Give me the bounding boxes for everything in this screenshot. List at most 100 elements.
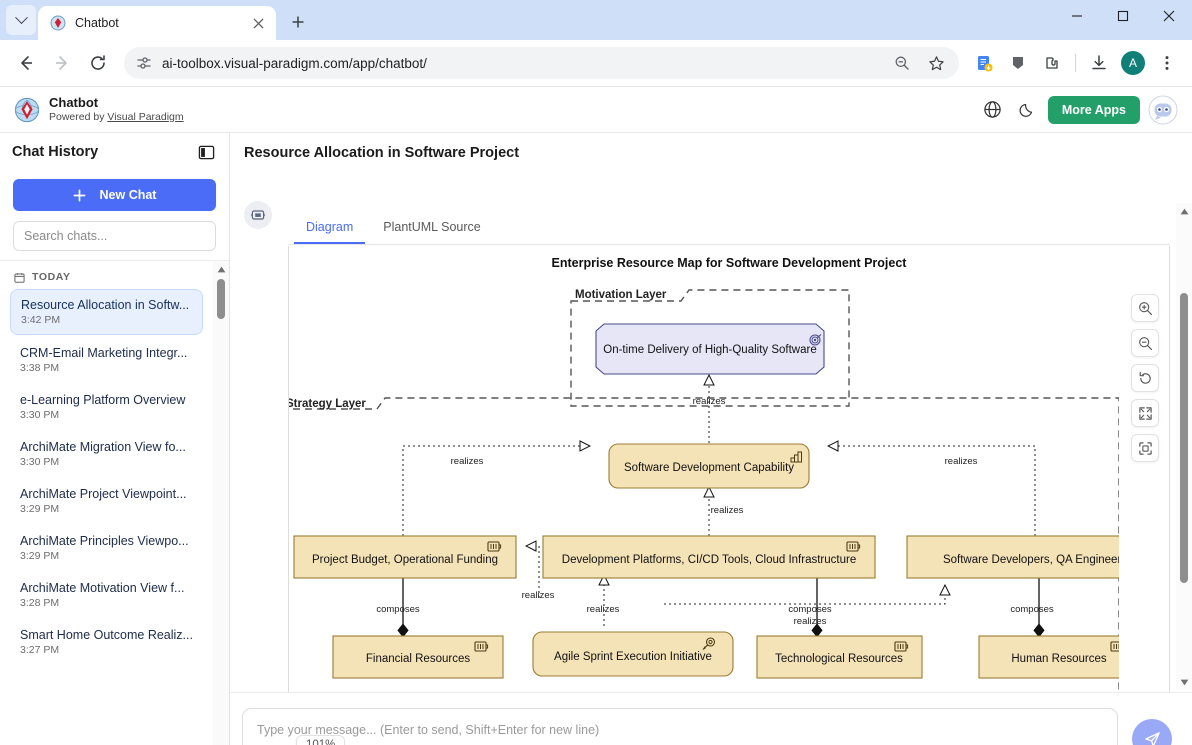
chat-item-title: e-Learning Platform Overview [20,393,186,407]
chat-item-time: 3:28 PM [20,597,60,609]
browser-tab-strip: Chatbot [0,0,1192,40]
forward-arrow-icon [56,56,67,70]
plus-icon [292,16,304,28]
chatbot-avatar-icon[interactable] [1148,95,1178,125]
new-tab-button[interactable] [284,8,312,36]
tab-search-button[interactable] [6,5,36,35]
main-scrollbar[interactable] [1176,203,1192,690]
svg-text:realizes: realizes [794,616,827,627]
node-label: Human Resources [1011,653,1106,665]
chat-item-time: 3:30 PM [20,456,60,468]
chat-list-item[interactable]: e-Learning Platform Overview 3:30 PM [10,385,203,429]
new-chat-button[interactable]: New Chat [13,179,216,211]
resource-icon [1110,641,1119,652]
chat-list-item[interactable]: ArchiMate Principles Viewpo... 3:29 PM [10,526,203,570]
app-subtitle: Powered by Visual Paradigm [49,111,184,123]
profile-initial: A [1121,51,1145,75]
bookmark-star-icon[interactable] [921,48,951,78]
browser-tab-chatbot[interactable]: Chatbot [38,6,276,40]
chat-list-item[interactable]: Smart Home Outcome Realiz... 3:27 PM [10,620,203,664]
diagram-node-financial[interactable]: Financial Resources [332,635,504,679]
chat-list-item[interactable]: CRM-Email Marketing Integr... 3:38 PM [10,338,203,382]
archimate-diagram-svg[interactable]: Motivation Layer Strategy Layer [289,246,1119,716]
three-dot-menu-icon[interactable] [1152,48,1182,78]
sidebar-scrollbar-thumb[interactable] [217,279,225,319]
message-input[interactable] [242,708,1118,745]
svg-text:composes: composes [788,604,832,615]
more-apps-button[interactable]: More Apps [1047,95,1140,124]
visual-paradigm-link[interactable]: Visual Paradigm [107,110,184,123]
fit-to-screen-icon [1138,441,1152,455]
diagram-node-platforms[interactable]: Development Platforms, CI/CD Tools, Clou… [542,535,876,579]
address-bar[interactable]: ai-toolbox.visual-paradigm.com/app/chatb… [124,47,959,79]
reset-zoom-button[interactable] [1131,364,1159,392]
forward-button[interactable] [47,48,77,78]
brand-text-block: Chatbot Powered by Visual Paradigm [49,95,184,123]
chat-item-time: 3:29 PM [20,503,60,515]
scroll-up-arrow-icon[interactable] [1176,203,1192,219]
window-maximize-button[interactable] [1100,0,1146,32]
connector-labels: realizes realizes realizes realizes real… [376,396,1054,627]
svg-text:composes: composes [1010,604,1054,615]
diagram-node-goal[interactable]: On-time Delivery of High-Quality Softwar… [595,323,825,375]
course-of-action-icon [702,637,716,650]
diagram-node-people[interactable]: Software Developers, QA Engineers [906,535,1119,579]
zoom-in-icon [1138,301,1152,315]
back-button[interactable] [11,48,41,78]
browser-tab-title: Chatbot [75,16,119,30]
chat-list-item[interactable]: ArchiMate Motivation View f... 3:28 PM [10,573,203,617]
download-icon[interactable] [1084,48,1114,78]
zoom-out-button[interactable] [1131,329,1159,357]
page-settings-icon[interactable] [136,55,152,71]
strategy-layer-label: Strategy Layer [289,398,366,410]
moon-icon[interactable] [1014,97,1040,123]
tab-close-icon[interactable] [248,13,268,33]
extension-doc-icon[interactable] [969,48,999,78]
fullscreen-button[interactable] [1131,399,1159,427]
main-scrollbar-thumb[interactable] [1180,293,1188,583]
chat-list-item[interactable]: ArchiMate Migration View fo... 3:30 PM [10,432,203,476]
chat-list-item[interactable]: ArchiMate Project Viewpoint... 3:29 PM [10,479,203,523]
sidebar-scrollbar[interactable] [213,261,229,745]
diagram-node-technological[interactable]: Technological Resources [756,635,923,679]
diagram-node-budget[interactable]: Project Budget, Operational Funding [293,535,517,579]
fit-to-screen-button[interactable] [1131,434,1159,462]
sidebar-actions: New Chat [0,171,229,221]
globe-icon[interactable] [980,97,1006,123]
diagram-node-capability[interactable]: Software Development Capability [608,443,810,489]
search-input[interactable] [13,221,216,251]
chatbot-avatar-icon [250,210,266,220]
reload-button[interactable] [83,48,113,78]
chat-list-scroll-area: TODAY Resource Allocation in Softw... 3:… [0,260,229,745]
diagram-node-human[interactable]: Human Resources [978,635,1119,679]
fullscreen-expand-icon [1138,406,1152,420]
send-paper-plane-icon [1144,731,1160,745]
chat-list-item[interactable]: Resource Allocation in Softw... 3:42 PM [10,289,203,335]
conversation-title-bar: Resource Allocation in Software Project [230,133,1192,173]
diagram-canvas[interactable]: Enterprise Resource Map for Software Dev… [288,246,1170,745]
node-label: Financial Resources [366,653,470,665]
extensions-puzzle-icon[interactable] [1037,48,1067,78]
send-button[interactable] [1132,719,1172,745]
message-composer [230,692,1192,745]
node-label: Project Budget, Operational Funding [312,554,498,566]
window-close-button[interactable] [1146,0,1192,32]
scroll-up-arrow-icon[interactable] [213,261,229,277]
tab-plantuml-source[interactable]: PlantUML Source [383,220,481,234]
zoom-in-button[interactable] [1131,294,1159,322]
motivation-layer-label: Motivation Layer [575,289,667,301]
profile-avatar[interactable]: A [1118,48,1148,78]
scroll-down-arrow-icon[interactable] [1176,674,1192,690]
svg-text:realizes: realizes [711,505,744,516]
diagram-node-agile[interactable]: Agile Sprint Execution Initiative [532,631,734,677]
svg-text:realizes: realizes [587,604,620,615]
resource-icon [487,541,502,552]
window-minimize-button[interactable] [1054,0,1100,32]
panel-collapse-icon[interactable] [195,141,217,163]
zoom-out-indicator-icon[interactable] [887,48,917,78]
diagram-title: Enterprise Resource Map for Software Dev… [551,256,907,270]
tab-diagram[interactable]: Diagram [294,213,366,244]
main-panel: Resource Allocation in Software Project … [230,133,1192,745]
chat-item-time: 3:42 PM [21,314,61,326]
clipboard-pin-icon[interactable] [1003,48,1033,78]
